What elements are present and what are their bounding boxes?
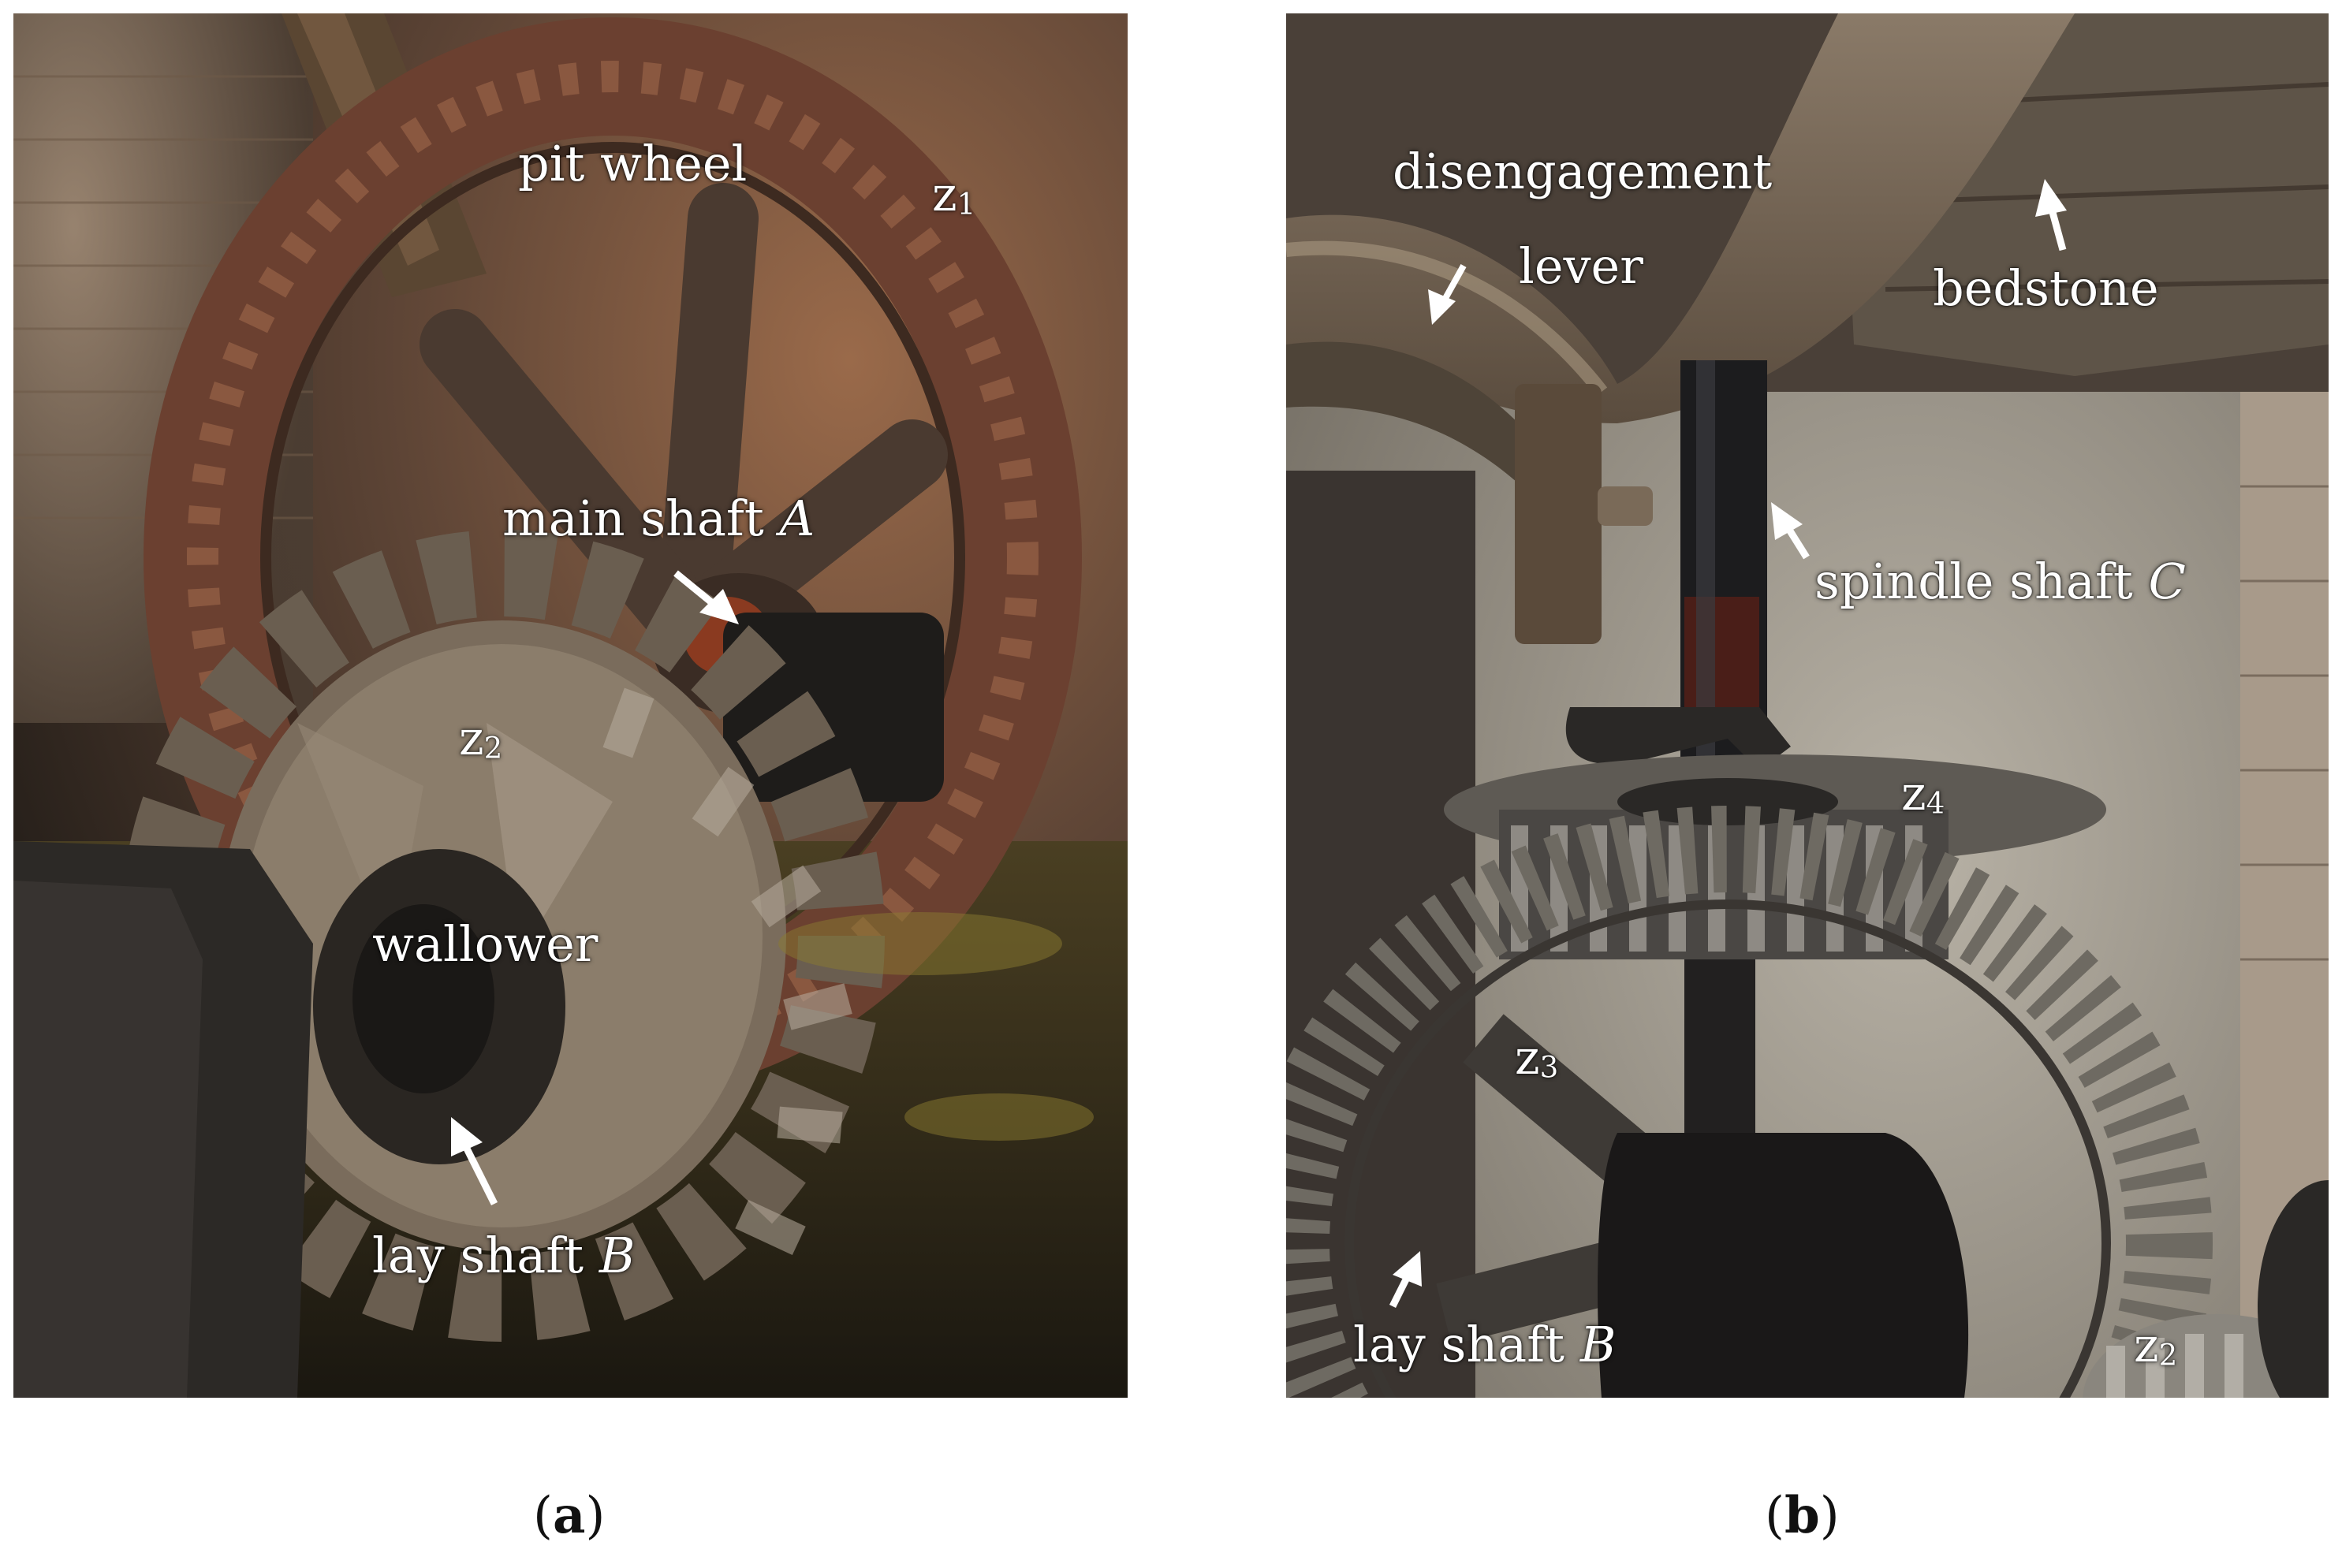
z4-subscript: 4	[1926, 785, 1945, 821]
main-shaft-label: main shaft A	[502, 494, 815, 543]
main-shaft-text: main shaft	[502, 490, 780, 547]
lay-shaft-b-variable: B	[1579, 1316, 1617, 1373]
z1-subscript: 1	[957, 186, 976, 222]
spindle-shaft-label: spindle shaft C	[1814, 557, 2186, 606]
lay-shaft-variable: B	[599, 1227, 636, 1284]
bedstone-label: bedstone	[1933, 259, 2159, 317]
z4-label: z4	[1901, 770, 1945, 818]
lay-shaft-text: lay shaft	[372, 1227, 599, 1284]
caption-b: (b)	[1765, 1486, 1840, 1545]
caption-a: (a)	[533, 1486, 606, 1545]
z2-subscript: 2	[483, 730, 503, 765]
z3-base: z	[1515, 1030, 1540, 1086]
photo-panel-b: disengagement lever bedstone spindle sha…	[1286, 13, 2329, 1398]
spindle-shaft-text: spindle shaft	[1814, 553, 2149, 610]
lay-shaft-label: lay shaft B	[372, 1231, 635, 1280]
lever-label: lever	[1519, 237, 1643, 295]
z3-label: z3	[1515, 1034, 1558, 1082]
z4-base: z	[1901, 766, 1926, 821]
caption-a-letter: a	[552, 1486, 586, 1545]
lay-shaft-b-label: lay shaft B	[1353, 1320, 1616, 1369]
z2-b-subscript: 2	[2158, 1337, 2178, 1372]
z2-base: z	[459, 711, 484, 766]
panel-b-photo	[1286, 13, 2329, 1398]
main-shaft-variable: A	[779, 490, 815, 547]
z2-label: z2	[459, 715, 502, 763]
wallower-label: wallower	[372, 915, 599, 973]
disengagement-label: disengagement	[1393, 143, 1773, 200]
panel-a-photo	[13, 13, 1128, 1398]
caption-b-letter: b	[1784, 1486, 1820, 1545]
z1-base: z	[932, 167, 957, 222]
lay-shaft-b-text: lay shaft	[1353, 1316, 1580, 1373]
z2-b-label: z2	[2134, 1322, 2177, 1370]
spindle-shaft-variable: C	[2148, 553, 2186, 610]
z2-b-base: z	[2134, 1318, 2159, 1373]
z1-label: z1	[932, 171, 975, 219]
z3-subscript: 3	[1539, 1049, 1559, 1085]
photo-panel-a: pit wheel z1 main shaft A z2 wallower la…	[13, 13, 1128, 1398]
pit-wheel-label: pit wheel	[518, 135, 748, 192]
